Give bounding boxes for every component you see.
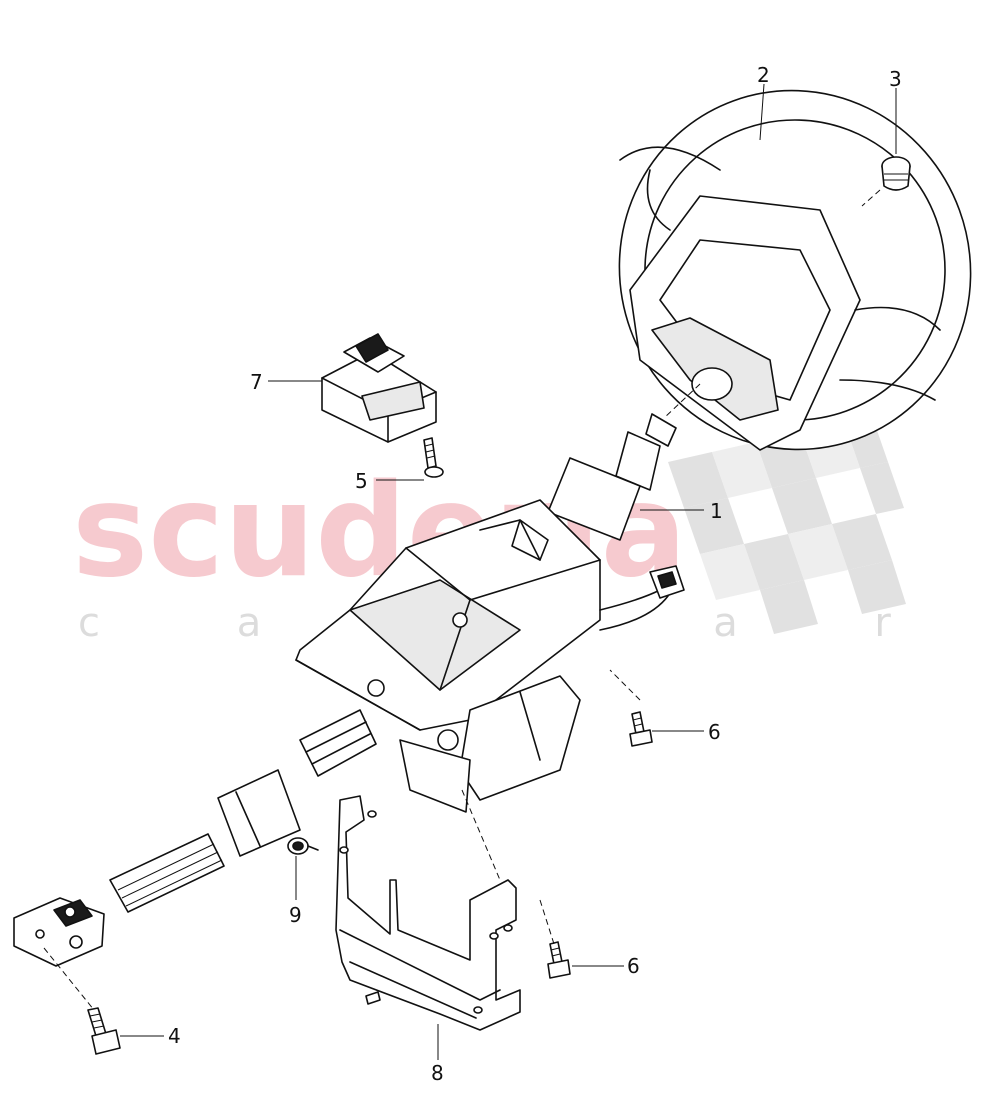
callout-4: 4 <box>168 1024 181 1048</box>
steering-column <box>13 413 685 967</box>
leader-lines <box>120 83 897 1060</box>
screw-5 <box>423 437 444 478</box>
callout-7: 7 <box>250 370 263 394</box>
steering-wheel <box>618 89 972 451</box>
checkered-flag-watermark <box>668 416 906 634</box>
bolt-6-lower <box>547 941 571 979</box>
control-module <box>321 333 437 443</box>
callout-9: 9 <box>289 903 302 927</box>
bolt-6-upper <box>629 711 653 747</box>
callouts: 1 2 3 4 5 6 6 7 8 9 <box>168 63 902 1085</box>
mounting-bracket <box>335 795 521 1031</box>
callout-1: 1 <box>710 499 723 523</box>
callout-8: 8 <box>431 1061 444 1085</box>
callout-6-lower: 6 <box>627 954 640 978</box>
nut-9 <box>287 837 319 855</box>
callout-6-upper: 6 <box>708 720 721 744</box>
callout-3: 3 <box>889 67 902 91</box>
assembly-lines <box>43 189 881 1011</box>
bolt-4 <box>87 1007 121 1055</box>
cap-clip <box>881 156 911 191</box>
callout-5: 5 <box>355 469 368 493</box>
callout-2: 2 <box>757 63 770 87</box>
